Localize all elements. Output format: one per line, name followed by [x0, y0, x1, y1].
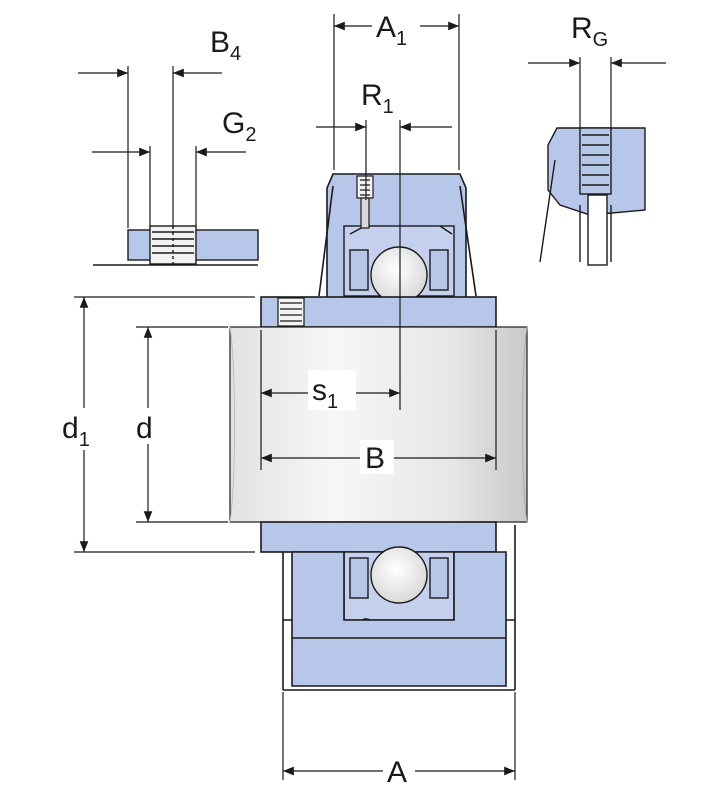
label-b: B: [365, 442, 385, 475]
bearing-lower: [343, 546, 455, 630]
housing-base: [291, 551, 507, 687]
housing-walls: [282, 185, 516, 690]
label-a: A: [387, 756, 407, 789]
detail-grease-nipple: [93, 225, 259, 266]
bearing-upper: [343, 225, 455, 304]
grease-nipple-top: [356, 175, 374, 229]
label-d1: d1: [62, 412, 90, 451]
label-s1: s1: [312, 374, 338, 413]
housing-foot-outline: [283, 619, 515, 691]
label-b4: B4: [210, 26, 241, 65]
label-g2: G2: [222, 107, 256, 146]
label-rg: RG: [571, 12, 608, 51]
shaft: [229, 326, 528, 523]
label-r1: R1: [361, 79, 394, 118]
label-d: d: [136, 412, 153, 445]
label-a1: A1: [376, 11, 407, 50]
set-screw: [277, 297, 305, 327]
inner-ring-bottom: [260, 521, 497, 553]
detail-rg: [539, 127, 646, 266]
